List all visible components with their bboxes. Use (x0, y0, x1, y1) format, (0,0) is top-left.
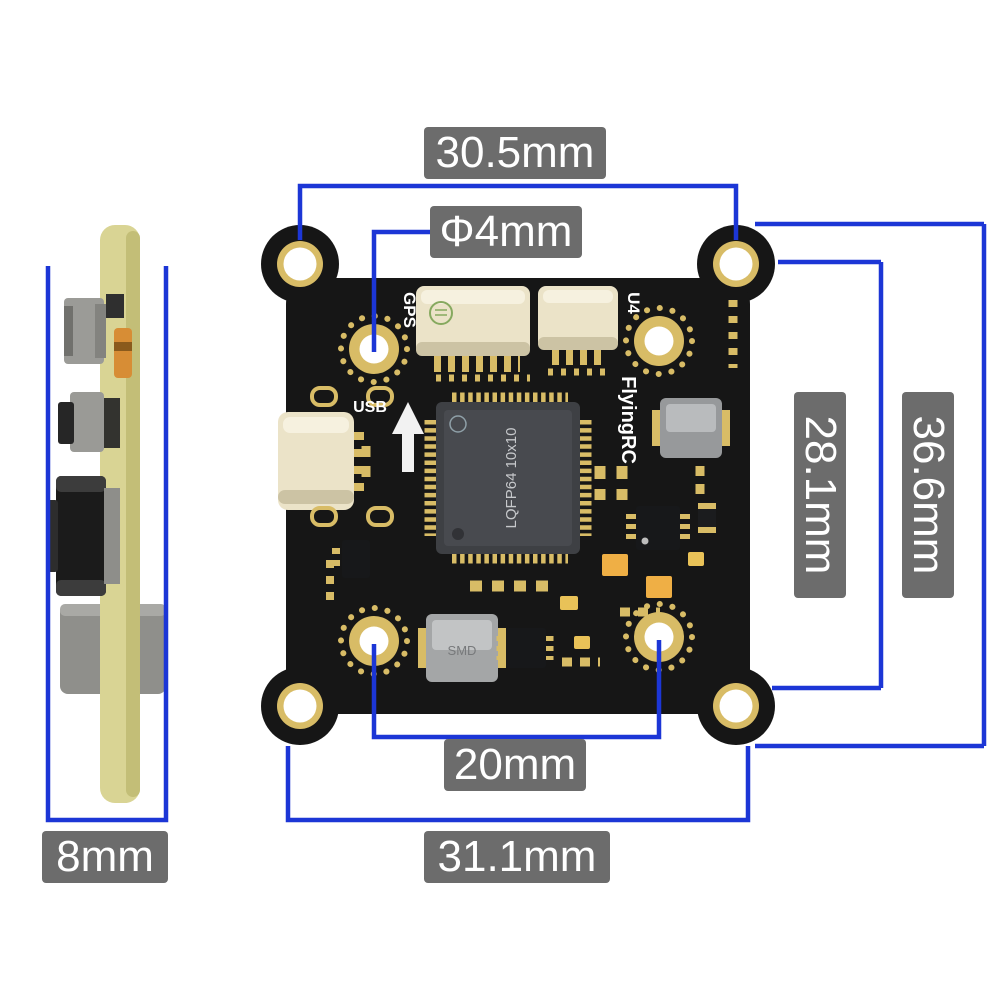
dim-leader-phi4 (371, 229, 436, 352)
dim-label-28-1mm: 28.1mm (794, 392, 846, 598)
main-chip (424, 392, 592, 564)
direction-arrow-icon (392, 402, 424, 472)
side-connector-usb (46, 476, 120, 596)
dim-label-20mm: 20mm (444, 739, 586, 791)
smd-label: SMD (448, 643, 477, 658)
dim-label-8mm: 8mm (42, 831, 168, 883)
pcb-top-view: GPS U4 USB FlyingRC LQFP64 10x10 SMD (261, 225, 775, 745)
dim-label-phi4mm: Φ4mm (430, 206, 582, 258)
dimension-lines (45, 183, 987, 823)
u4-connector (538, 286, 618, 365)
dim-line-30-5 (297, 183, 739, 240)
chip-pin1-dot (452, 528, 464, 540)
dim-label-30-5mm: 30.5mm (424, 127, 606, 179)
u4-label: U4 (624, 292, 643, 314)
chip-label: LQFP64 10x10 (503, 428, 520, 529)
dim-label-36-6mm: 36.6mm (902, 392, 954, 598)
smd-capacitors (560, 552, 704, 649)
dim-label-31-1mm: 31.1mm (424, 831, 610, 883)
small-ics (332, 503, 716, 668)
pad-outlines (310, 386, 394, 527)
dim-line-20 (371, 640, 662, 740)
brand-label: FlyingRC (617, 376, 639, 464)
side-connector-top (64, 294, 124, 364)
side-component-orange (114, 328, 132, 378)
corner-mount-holes (277, 241, 759, 729)
chip-logo-icon (449, 415, 467, 433)
solder-pads (326, 300, 738, 667)
dim-line-8 (45, 266, 169, 823)
gps-label: GPS (400, 292, 419, 328)
gps-connector (416, 286, 530, 372)
smd-inductor-bottom (418, 614, 506, 682)
inner-mount-holes (338, 305, 695, 677)
usb-connector (278, 412, 364, 510)
usb-label: USB (353, 399, 387, 416)
side-connector-middle (58, 392, 120, 452)
smd-inductor-top (652, 398, 730, 458)
gps-logo-icon (429, 301, 453, 325)
side-view-board (46, 225, 166, 803)
dim-line-31-1 (285, 746, 751, 823)
